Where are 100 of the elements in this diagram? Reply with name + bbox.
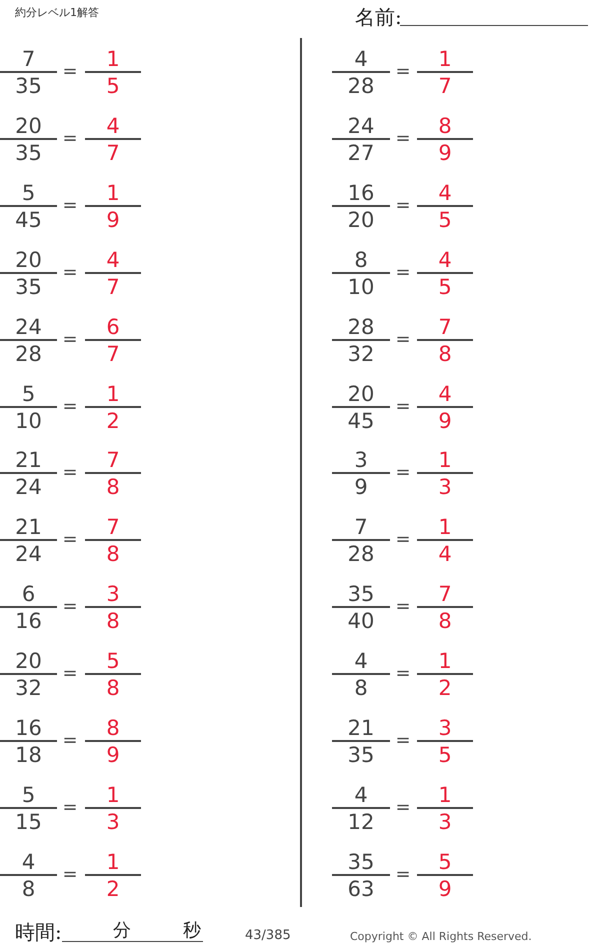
equals-sign: = — [62, 196, 78, 215]
answer-numerator: 8 — [106, 718, 120, 739]
answer-denominator: 3 — [438, 812, 452, 833]
answer-numerator: 7 — [438, 584, 452, 606]
numerator: 4 — [354, 49, 368, 70]
denominator: 18 — [15, 745, 42, 766]
answer-numerator: 1 — [106, 49, 120, 70]
answer-denominator: 9 — [438, 142, 452, 164]
equals-sign: = — [395, 330, 411, 349]
equals-sign: = — [62, 866, 78, 884]
answer-denominator: 5 — [438, 276, 452, 298]
answer-denominator: 8 — [106, 611, 120, 632]
denominator: 28 — [348, 76, 374, 97]
answer-numerator: 6 — [106, 316, 120, 338]
equals-sign: = — [395, 63, 411, 81]
denominator: 35 — [15, 76, 42, 97]
denominator: 63 — [348, 878, 374, 900]
denominator: 9 — [354, 477, 368, 498]
denominator: 12 — [348, 812, 374, 833]
equals-sign: = — [62, 598, 78, 616]
answer-denominator: 8 — [106, 544, 120, 566]
denominator: 45 — [348, 410, 374, 432]
answer-denominator: 8 — [106, 477, 120, 498]
numerator: 21 — [15, 450, 42, 472]
answer-numerator: 7 — [438, 316, 452, 338]
answer-denominator: 3 — [438, 477, 452, 498]
numerator: 21 — [348, 718, 374, 739]
answer-denominator: 8 — [438, 344, 452, 365]
denominator: 15 — [15, 812, 42, 833]
numerator: 5 — [22, 784, 36, 806]
answer-numerator: 1 — [438, 784, 452, 806]
equals-sign: = — [395, 264, 411, 282]
numerator: 5 — [22, 384, 36, 404]
numerator: 35 — [348, 584, 374, 606]
answer-numerator: 3 — [106, 584, 120, 606]
equals-sign: = — [62, 665, 78, 684]
numerator: 21 — [15, 517, 42, 538]
answer-numerator: 7 — [106, 450, 120, 472]
answer-numerator: 4 — [438, 384, 452, 404]
answer-denominator: 9 — [106, 210, 120, 231]
answer-denominator: 7 — [106, 142, 120, 164]
answer-denominator: 8 — [106, 678, 120, 700]
denominator: 27 — [348, 142, 374, 164]
equals-sign: = — [395, 196, 411, 215]
answer-denominator: 9 — [106, 745, 120, 766]
denominator: 24 — [15, 477, 42, 498]
answer-denominator: 7 — [106, 276, 120, 298]
denominator: 8 — [354, 678, 368, 700]
answer-numerator: 1 — [106, 852, 120, 873]
equals-sign: = — [62, 330, 78, 349]
equals-sign: = — [62, 130, 78, 148]
denominator: 10 — [348, 276, 374, 298]
answer-numerator: 1 — [106, 384, 120, 404]
denominator: 45 — [15, 210, 42, 231]
answer-denominator: 2 — [106, 878, 120, 900]
numerator: 4 — [22, 852, 36, 873]
answer-denominator: 3 — [106, 812, 120, 833]
equals-sign: = — [62, 464, 78, 482]
answer-numerator: 5 — [106, 651, 120, 672]
equals-sign: = — [62, 732, 78, 750]
equals-sign: = — [395, 130, 411, 148]
answer-denominator: 9 — [438, 878, 452, 900]
numerator: 4 — [354, 651, 368, 672]
answer-denominator: 7 — [438, 76, 452, 97]
answer-denominator: 2 — [438, 678, 452, 700]
numerator: 4 — [354, 784, 368, 806]
time-label: 時間: — [15, 922, 62, 942]
answer-denominator: 8 — [438, 611, 452, 632]
worksheet-title: 約分レベル1解答 — [15, 7, 99, 18]
denominator: 28 — [348, 544, 374, 566]
equals-sign: = — [395, 732, 411, 750]
equals-sign: = — [395, 598, 411, 616]
numerator: 16 — [15, 718, 42, 739]
numerator: 7 — [22, 49, 36, 70]
minutes-label: 分 — [113, 922, 131, 940]
denominator: 32 — [15, 678, 42, 700]
answer-numerator: 1 — [438, 49, 452, 70]
denominator: 28 — [15, 344, 42, 365]
equals-sign: = — [395, 866, 411, 884]
denominator: 16 — [15, 611, 42, 632]
equals-sign: = — [395, 398, 411, 416]
answer-numerator: 4 — [106, 116, 120, 137]
denominator: 24 — [15, 544, 42, 566]
numerator: 7 — [354, 517, 368, 538]
numerator: 6 — [22, 584, 36, 606]
answer-numerator: 1 — [438, 450, 452, 472]
equals-sign: = — [62, 531, 78, 550]
equals-sign: = — [62, 798, 78, 817]
answer-numerator: 4 — [438, 182, 452, 204]
numerator: 8 — [354, 250, 368, 271]
numerator: 16 — [348, 182, 374, 204]
name-label: 名前: — [355, 7, 402, 27]
numerator: 3 — [354, 450, 368, 472]
answer-denominator: 5 — [106, 76, 120, 97]
seconds-label: 秒 — [183, 922, 201, 940]
denominator: 35 — [15, 142, 42, 164]
equals-sign: = — [62, 63, 78, 81]
equals-sign: = — [62, 398, 78, 416]
numerator: 20 — [15, 116, 42, 137]
equals-sign: = — [62, 264, 78, 282]
